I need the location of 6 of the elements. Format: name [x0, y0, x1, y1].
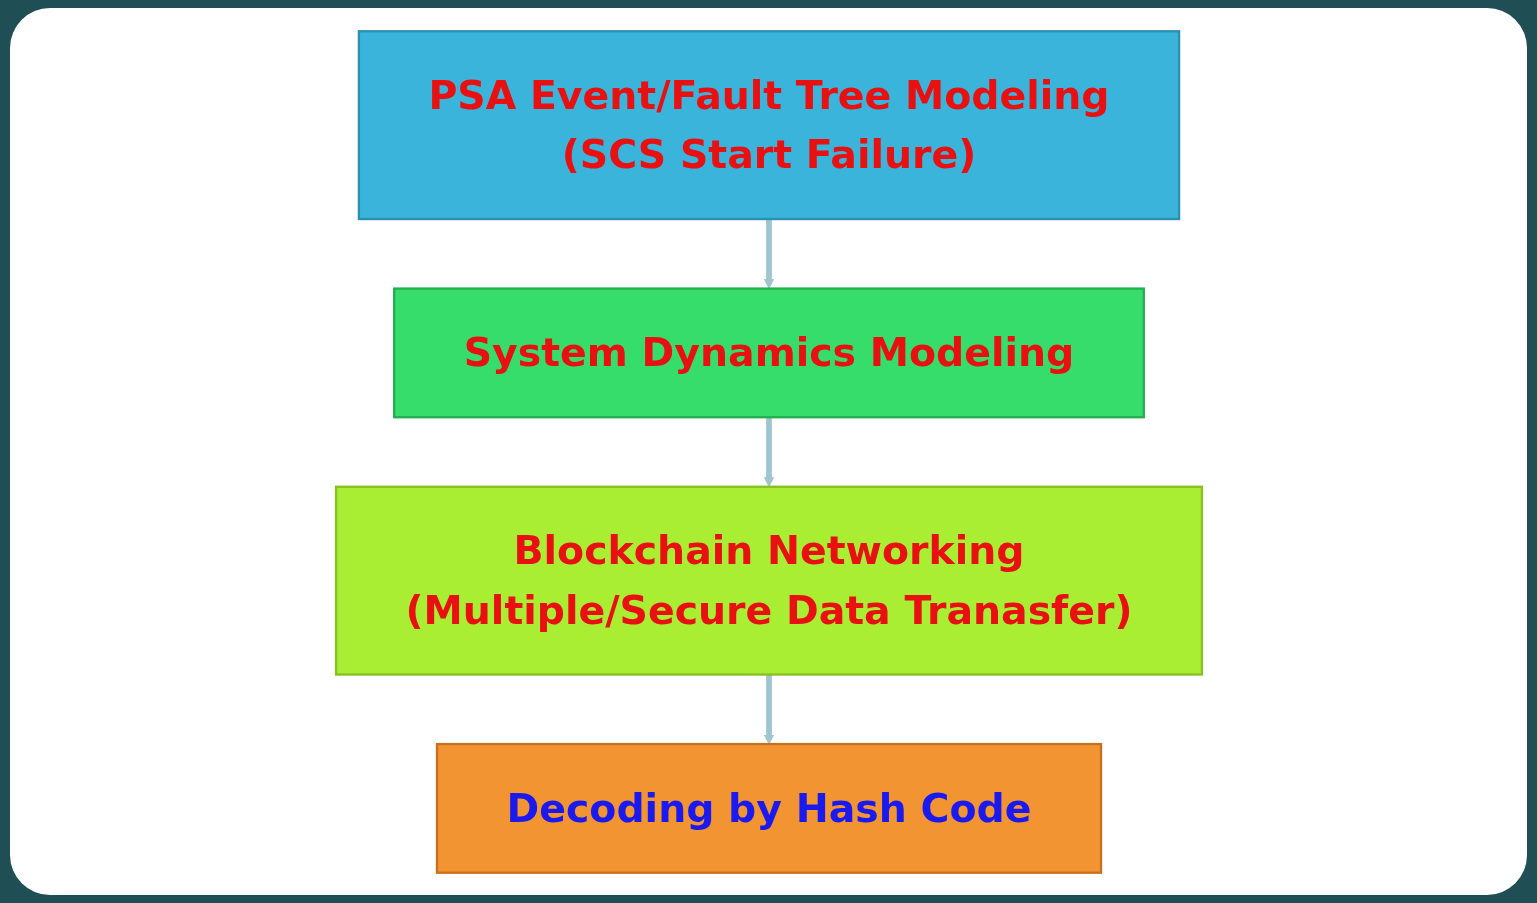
- node-box: System Dynamics Modeling: [392, 286, 1145, 418]
- node-box: Blockchain Networking (Multiple/Secure Data Tranasfer): [334, 485, 1203, 676]
- arrow: [763, 416, 774, 487]
- arrow: [763, 218, 774, 289]
- node-box: PSA Event/Fault Tree Modeling (SCS Start Failure): [357, 29, 1180, 220]
- node-box: Decoding by Hash Code: [435, 742, 1102, 874]
